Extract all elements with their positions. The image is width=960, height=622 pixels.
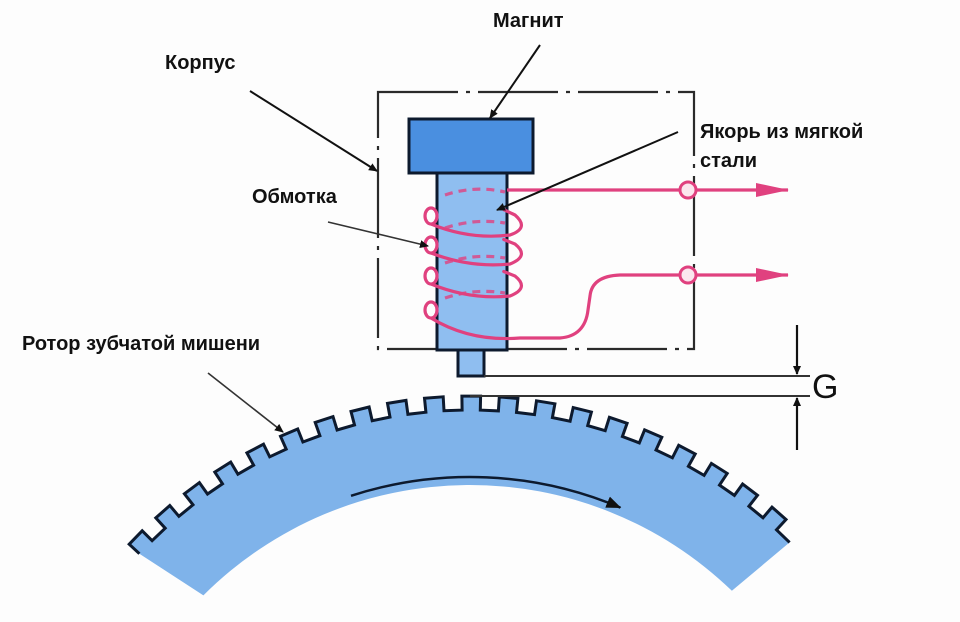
rotor-label: Ротор зубчатой мишени [22,333,260,355]
gap-label: G [812,368,838,406]
terminal-1 [678,180,698,200]
rotor-leader [207,372,284,433]
housing-outline [376,90,696,351]
output-leads [507,180,789,285]
winding-label: Обмотка [252,186,338,208]
housing-label: Корпус [165,52,235,74]
toothed-rotor [127,394,791,596]
armature-leader [496,131,679,211]
gap-dimension: G [470,325,838,450]
rotor-teeth-outline [127,394,791,555]
terminal-2 [678,265,698,285]
armature-label-line2: стали [700,150,757,172]
magnet-leader [489,44,541,119]
rotation-arrow [350,475,622,509]
magnet-label: Магнит [493,10,564,32]
rotor-body [129,396,790,596]
housing-leader [249,90,378,172]
magnet [407,117,535,175]
pole-tip [456,348,486,378]
winding-leader [327,221,429,249]
armature-label-line1: Якорь из мягкой [700,121,863,143]
